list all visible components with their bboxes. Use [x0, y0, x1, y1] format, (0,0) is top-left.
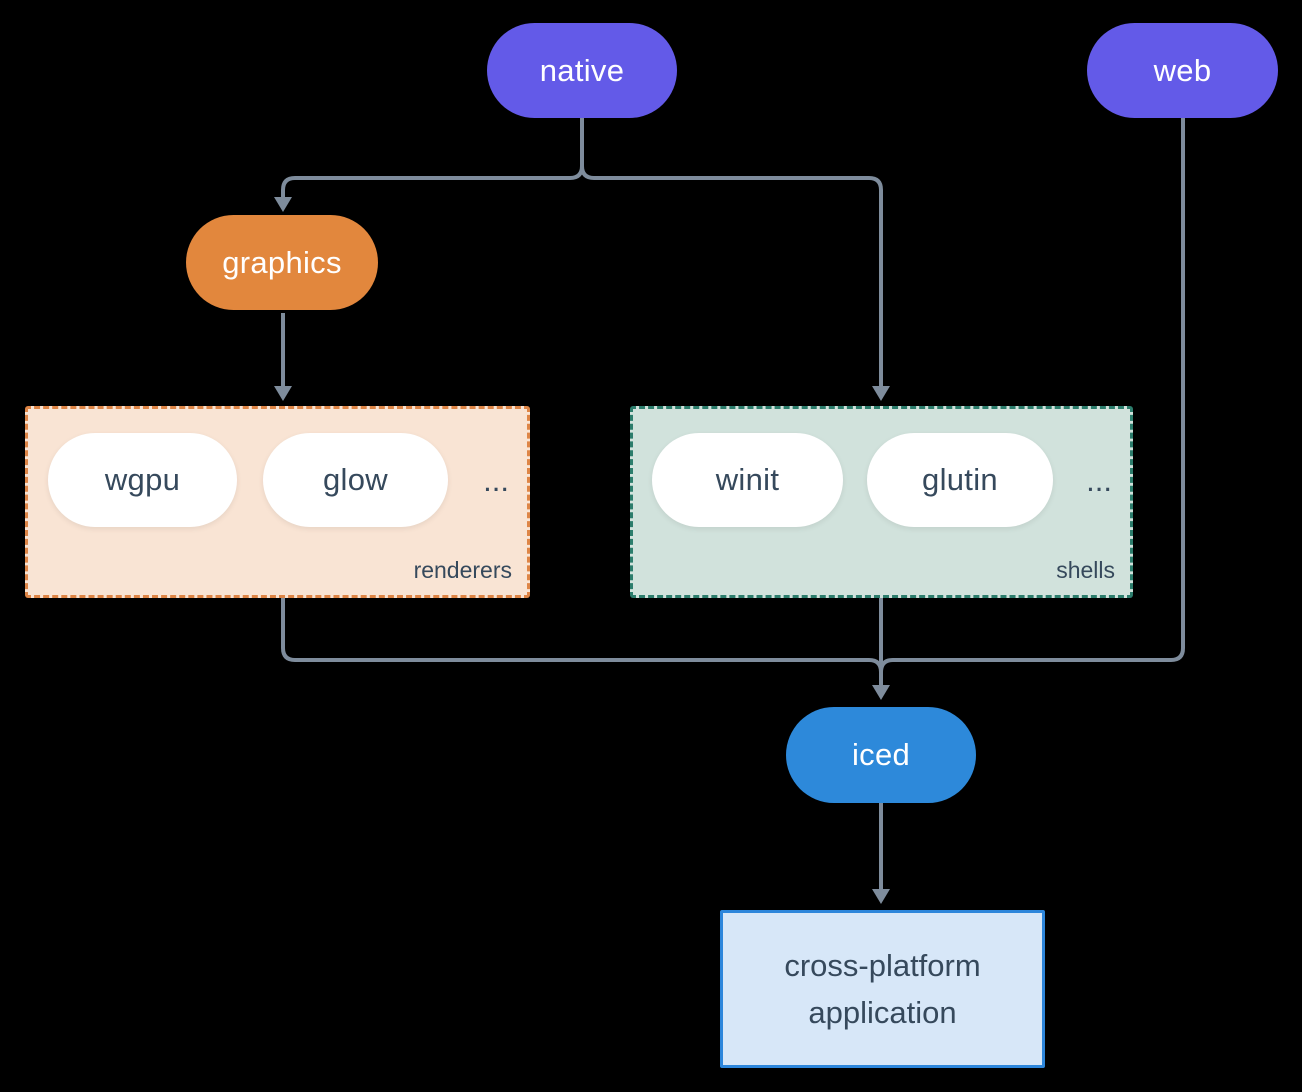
node-glutin: glutin	[867, 433, 1053, 527]
group-label-shells: shells	[1056, 557, 1115, 583]
edge-native-to-shells	[580, 118, 883, 387]
arrowhead-graphics	[274, 197, 292, 212]
node-web: web	[1087, 23, 1278, 118]
arrowhead-iced	[872, 685, 890, 700]
node-native: native	[487, 23, 677, 118]
node-graphics: graphics	[186, 215, 378, 310]
edge-renderers-to-iced	[281, 598, 883, 673]
node-glow: glow	[263, 433, 448, 527]
app-label-line2: application	[808, 995, 957, 1030]
edge-native-to-graphics	[281, 118, 584, 198]
app-label-line1: cross-platform	[784, 948, 981, 983]
node-iced: iced	[786, 707, 976, 803]
group-label-renderers: renderers	[413, 557, 512, 583]
arrowhead-application	[872, 889, 890, 904]
node-winit: winit	[652, 433, 843, 527]
renderers-ellipsis: ...	[483, 463, 509, 498]
shells-ellipsis: ...	[1086, 463, 1112, 498]
arrowhead-renderers	[274, 386, 292, 401]
node-cross-platform-application: cross-platform application	[720, 910, 1045, 1068]
arrowhead-shells	[872, 386, 890, 401]
node-wgpu: wgpu	[48, 433, 237, 527]
